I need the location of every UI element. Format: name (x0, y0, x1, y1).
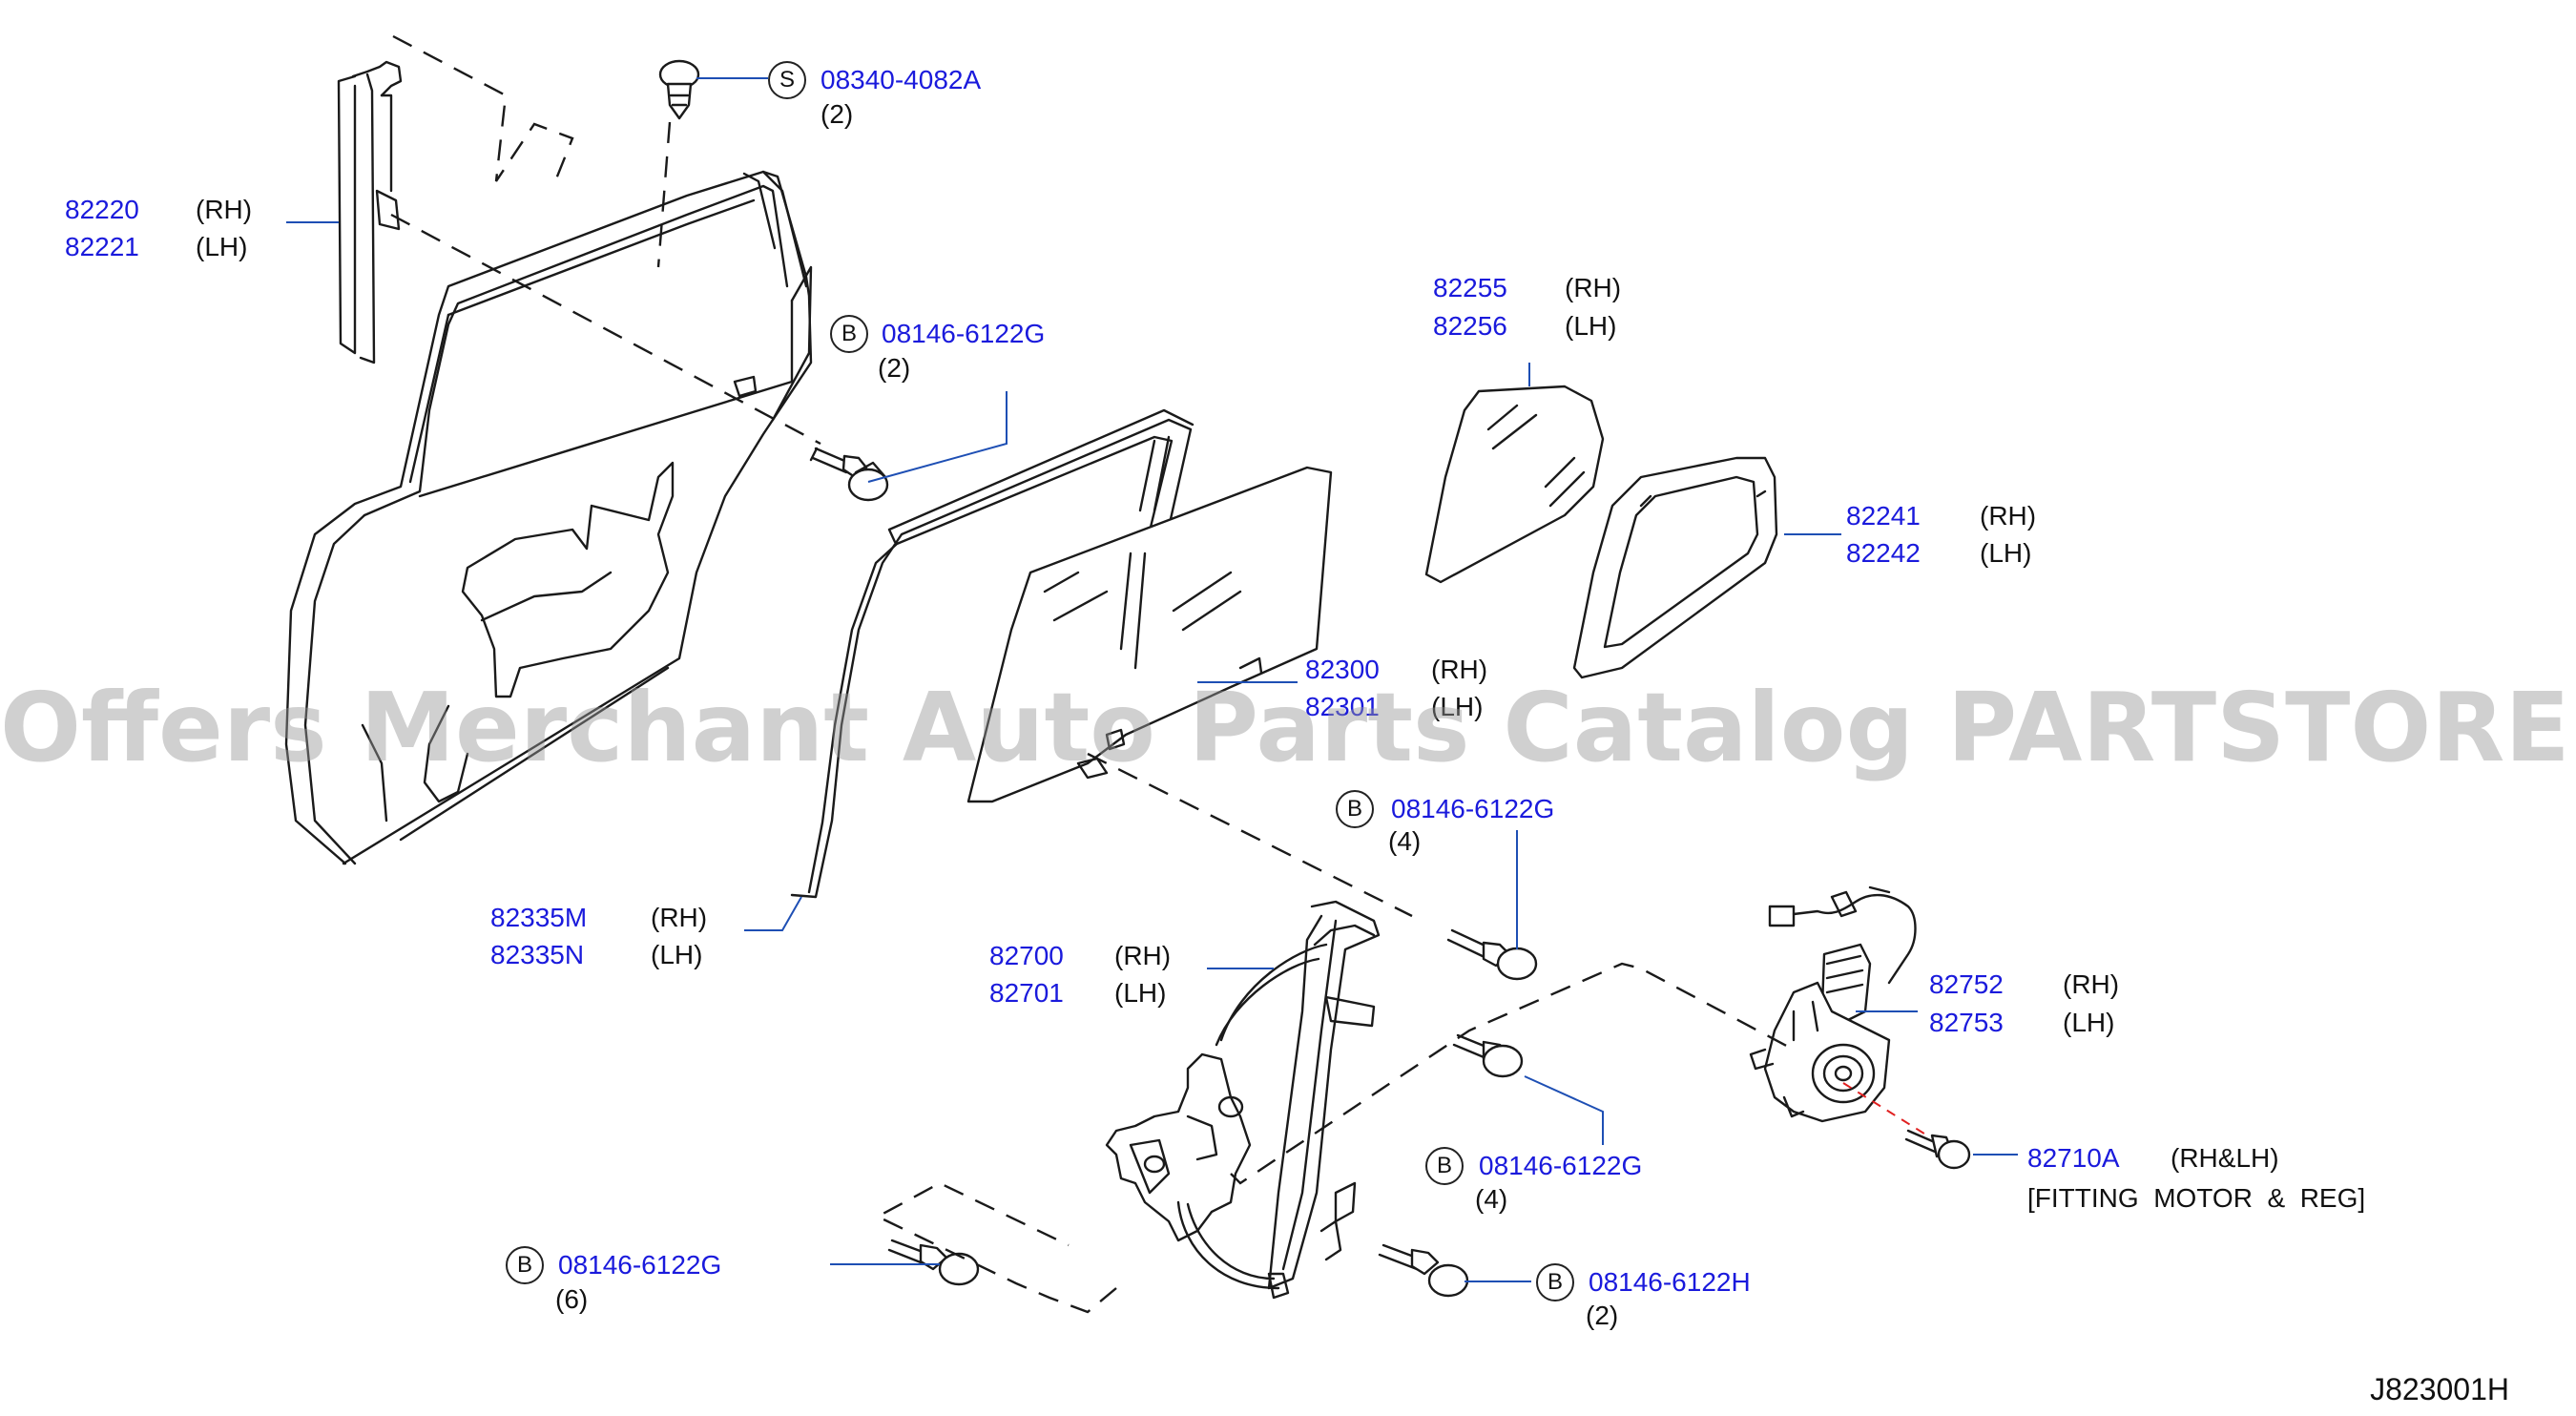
part-side-lh: (LH) (196, 232, 248, 261)
part-number-82701[interactable]: 82701 (989, 978, 1064, 1008)
part-number-82710a[interactable]: 82710A (2027, 1143, 2120, 1173)
part-side-rhlh: (RH&LH) (2171, 1143, 2279, 1173)
part-number-82241[interactable]: 82241 (1846, 501, 1921, 531)
leader-lines (286, 77, 2018, 1282)
door-glass-82300 (966, 466, 1333, 803)
fixed-glass-82255 (1424, 385, 1605, 584)
part-side-lh: (LH) (2063, 1008, 2115, 1037)
window-motor-82752 (1749, 885, 1917, 1123)
part-number-82242[interactable]: 82242 (1846, 538, 1921, 568)
part-number-82753[interactable]: 82753 (1929, 1008, 2004, 1037)
part-number-08146-6122g[interactable]: 08146-6122G (882, 319, 1046, 348)
part-side-lh: (LH) (651, 940, 703, 969)
code-circle: B (1536, 1263, 1574, 1301)
code-circle: S (768, 61, 806, 99)
regulator-bolt-lower-right (1378, 1243, 1469, 1298)
part-side-lh: (LH) (1431, 692, 1484, 721)
part-side-lh: (LH) (1565, 311, 1617, 341)
part-number-82752[interactable]: 82752 (1929, 969, 2004, 999)
part-qty: (4) (1388, 826, 1422, 856)
regulator-bolt-middle (1452, 1033, 1524, 1078)
code-circle: B (830, 315, 868, 353)
regulator-bolt-lower-left (887, 1239, 980, 1286)
part-number-08146-6122g[interactable]: 08146-6122G (1391, 794, 1555, 823)
part-side-rh: (RH) (196, 195, 253, 224)
part-qty: (6) (555, 1284, 589, 1314)
rear-channel-82220 (337, 60, 403, 364)
part-number-08146-6122h[interactable]: 08146-6122H (1589, 1267, 1751, 1297)
part-side-rh: (RH) (1431, 655, 1488, 684)
part-side-lh: (LH) (1114, 978, 1167, 1008)
bolt-door (809, 447, 889, 502)
part-qty: (4) (1475, 1184, 1508, 1214)
part-side-rh: (RH) (2063, 969, 2120, 999)
part-number-08146-6122g[interactable]: 08146-6122G (1479, 1151, 1643, 1180)
part-number-82220[interactable]: 82220 (65, 195, 139, 224)
screw-82710 (1904, 1129, 1971, 1170)
part-number-82300[interactable]: 82300 (1305, 655, 1380, 684)
assembly-dashed-lines (390, 34, 1795, 1314)
part-number-82700[interactable]: 82700 (989, 941, 1064, 970)
part-qty: (2) (1586, 1301, 1619, 1330)
part-number-82335m[interactable]: 82335M (490, 903, 588, 932)
diagram-code: J823001H (2370, 1372, 2509, 1406)
watermark: Offers Merchant Auto Parts Catalog PARTS… (0, 672, 2576, 783)
part-number-08146-6122g[interactable]: 08146-6122G (558, 1250, 722, 1280)
glass-run-82335 (790, 408, 1195, 899)
part-number-82335n[interactable]: 82335N (490, 940, 585, 969)
part-qty: (2) (878, 353, 911, 383)
part-side-rh: (RH) (1980, 501, 2037, 531)
part-side-rh: (RH) (651, 903, 708, 932)
part-number-82301[interactable]: 82301 (1305, 692, 1380, 721)
weatherstrip-82241 (1572, 456, 1778, 679)
part-note: [FITTING MOTOR & REG] (2027, 1183, 2366, 1213)
part-side-lh: (LH) (1980, 538, 2032, 568)
clip-08340 (658, 59, 700, 120)
window-regulator-82700 (1105, 900, 1381, 1300)
part-number-08340[interactable]: 08340-4082A (821, 65, 982, 94)
part-number-82256[interactable]: 82256 (1433, 311, 1507, 341)
part-side-rh: (RH) (1565, 273, 1622, 302)
part-number-82255[interactable]: 82255 (1433, 273, 1507, 302)
part-side-rh: (RH) (1114, 941, 1172, 970)
rear-door-shell (284, 170, 813, 865)
code-circle: B (1336, 790, 1374, 828)
code-circle: B (506, 1246, 544, 1284)
code-circle: B (1425, 1147, 1464, 1185)
regulator-bolt-upper (1446, 928, 1538, 981)
part-qty: (2) (821, 99, 854, 129)
part-number-82221[interactable]: 82221 (65, 232, 139, 261)
